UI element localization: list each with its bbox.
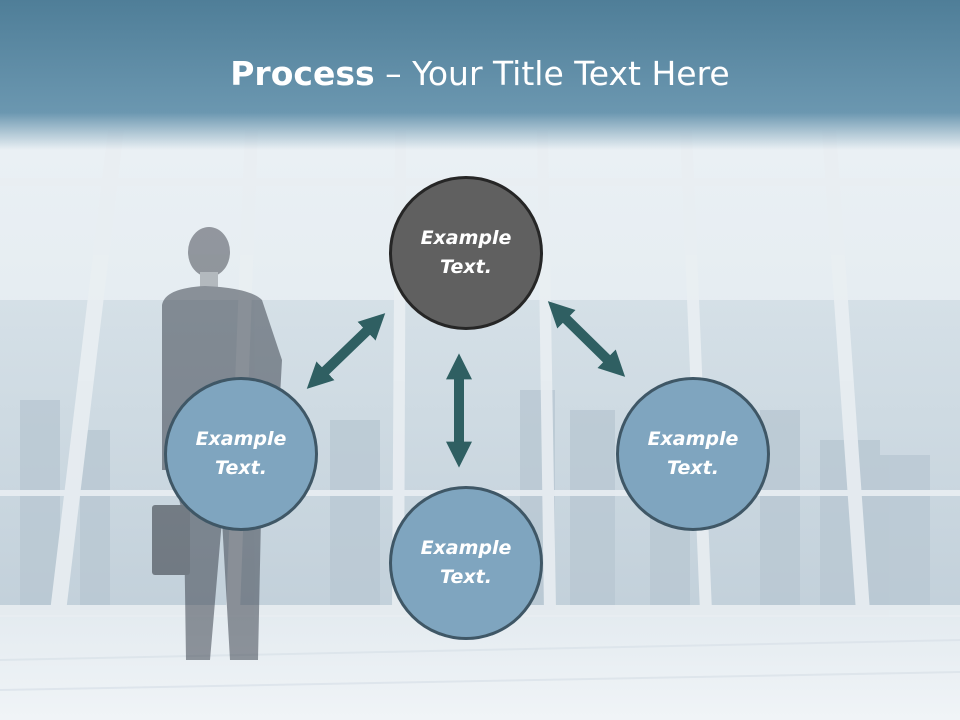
slide-title: Process – Your Title Text Here bbox=[0, 54, 960, 93]
arrow-top-left bbox=[306, 313, 386, 389]
node-bottom: Example Text. bbox=[389, 486, 543, 640]
node-top-line2: Text. bbox=[440, 256, 492, 278]
node-right-line1: Example bbox=[647, 428, 739, 450]
node-right: Example Text. bbox=[616, 377, 770, 531]
title-rest: – Your Title Text Here bbox=[374, 54, 730, 93]
node-right-line2: Text. bbox=[667, 457, 719, 479]
node-left-line1: Example bbox=[195, 428, 287, 450]
node-left: Example Text. bbox=[164, 377, 318, 531]
title-bold: Process bbox=[230, 54, 375, 93]
title-bar: Process – Your Title Text Here bbox=[0, 0, 960, 150]
node-left-line2: Text. bbox=[215, 457, 267, 479]
node-left-text: Example Text. bbox=[196, 425, 287, 483]
node-bottom-text: Example Text. bbox=[421, 534, 512, 592]
node-bottom-line2: Text. bbox=[440, 566, 492, 588]
node-top-line1: Example bbox=[420, 227, 512, 249]
node-right-text: Example Text. bbox=[648, 425, 739, 483]
node-top: Example Text. bbox=[389, 176, 543, 330]
arrow-top-right bbox=[547, 301, 626, 377]
node-bottom-line1: Example bbox=[420, 537, 512, 559]
node-top-text: Example Text. bbox=[421, 224, 512, 282]
